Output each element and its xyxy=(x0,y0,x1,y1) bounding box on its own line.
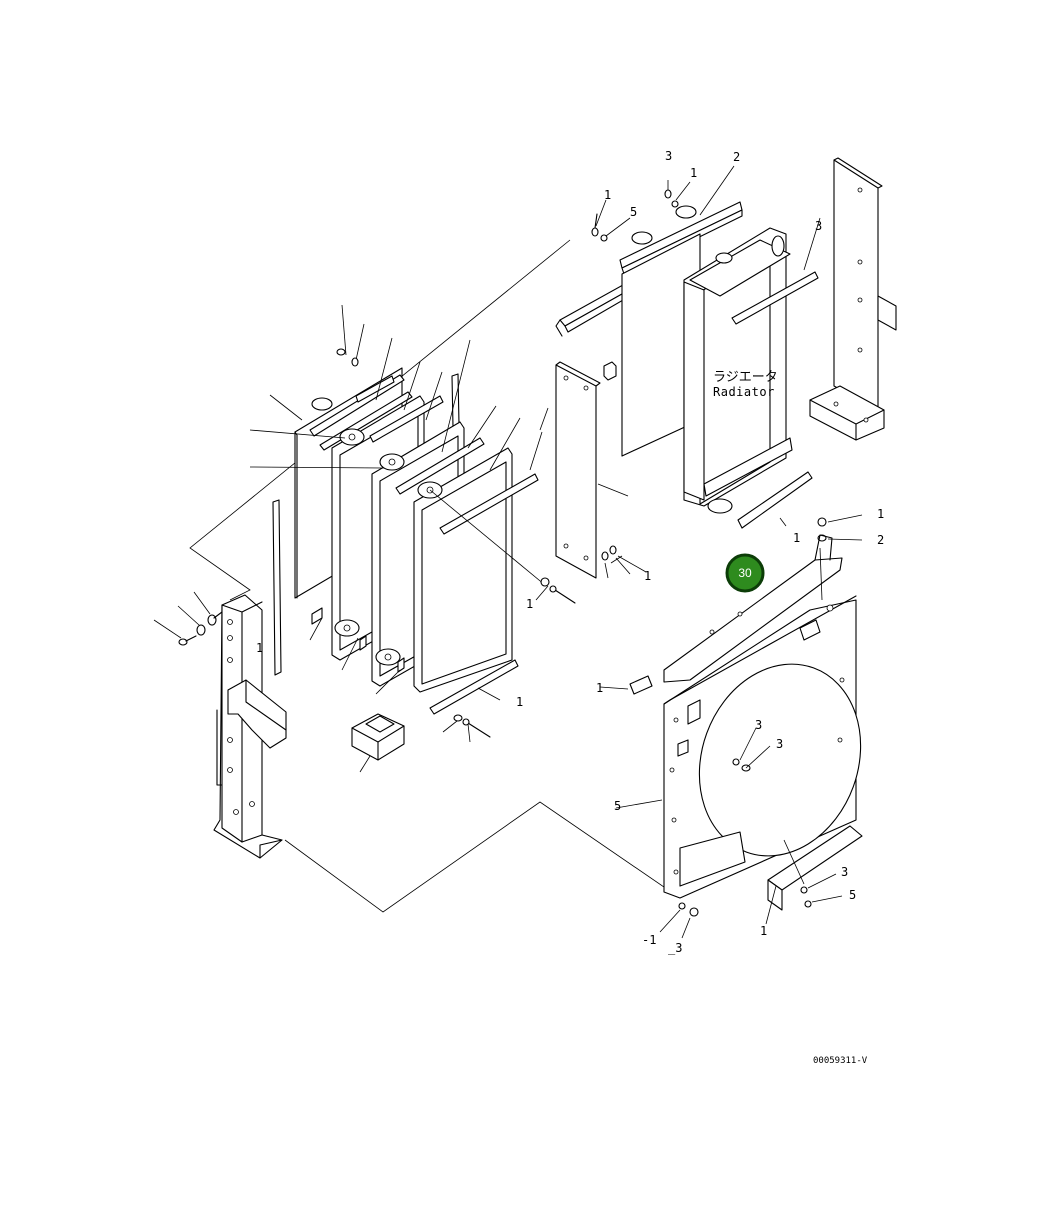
part-number-labels: 3 2 1 1 5 3 1 2 1 3 3 5 1 3 5 1 1 1 1 1 … xyxy=(256,149,884,955)
top-left-bolts xyxy=(336,348,359,367)
top-bracket xyxy=(555,165,743,457)
label-1-top-a: 1 xyxy=(604,188,611,202)
label-1-lower: 1 xyxy=(596,681,603,695)
label-3-shroud-a: 3 xyxy=(755,718,762,732)
label-5-bottom: 5 xyxy=(849,888,856,902)
label-bottom-pair-a: -1 xyxy=(642,933,656,947)
label-1-pad: 1 xyxy=(644,569,651,583)
label-1-mid: 1 xyxy=(793,531,800,545)
label-3-right-bar: 3 xyxy=(815,219,822,233)
bolt-icon xyxy=(178,635,197,646)
label-1-plate: 1 xyxy=(526,597,533,611)
radiator-label-jp: ラジエータ xyxy=(713,370,778,385)
right-fasteners xyxy=(817,514,863,542)
center-fasteners xyxy=(442,577,576,743)
shroud-top-plate xyxy=(599,534,843,695)
bolt-icon xyxy=(207,611,223,626)
radiator-label-en: Radiator xyxy=(713,385,775,399)
label-3-shroud-b: 3 xyxy=(776,737,783,751)
washer-icon xyxy=(196,624,206,636)
drawing-id: 00059311-V xyxy=(813,1056,868,1066)
right-bracket xyxy=(809,157,897,441)
label-3-bottom: 3 xyxy=(841,865,848,879)
core-leader-lines xyxy=(309,304,549,695)
lower-guard xyxy=(765,825,863,925)
label-1-top-b: 1 xyxy=(690,166,697,180)
callout-number[interactable]: 30 xyxy=(738,566,752,580)
left-stand xyxy=(213,594,287,859)
callout-30[interactable]: 30 xyxy=(725,553,765,593)
label-3-top: 3 xyxy=(665,149,672,163)
label-1-bottom: 1 xyxy=(760,924,767,938)
label-5-top: 5 xyxy=(630,205,637,219)
label-1-left: 1 xyxy=(256,641,263,655)
label-1-right: 1 xyxy=(877,507,884,521)
label-2-top: 2 xyxy=(733,150,740,164)
label-5-lower: 5 xyxy=(614,799,621,813)
label-bottom-pair-b: _3 xyxy=(668,941,682,955)
shroud-fasteners xyxy=(659,727,771,939)
callout-circle-30[interactable] xyxy=(725,553,765,593)
label-1-center: 1 xyxy=(516,695,523,709)
fan-shroud xyxy=(615,595,862,899)
rubber-mount xyxy=(351,713,405,773)
label-2-right: 2 xyxy=(877,533,884,547)
misc-leaders xyxy=(477,555,647,701)
radiator-label: ラジエータ Radiator xyxy=(713,370,778,399)
center-baffle xyxy=(555,361,629,579)
radiator xyxy=(683,217,821,529)
left-bolts xyxy=(153,591,223,646)
